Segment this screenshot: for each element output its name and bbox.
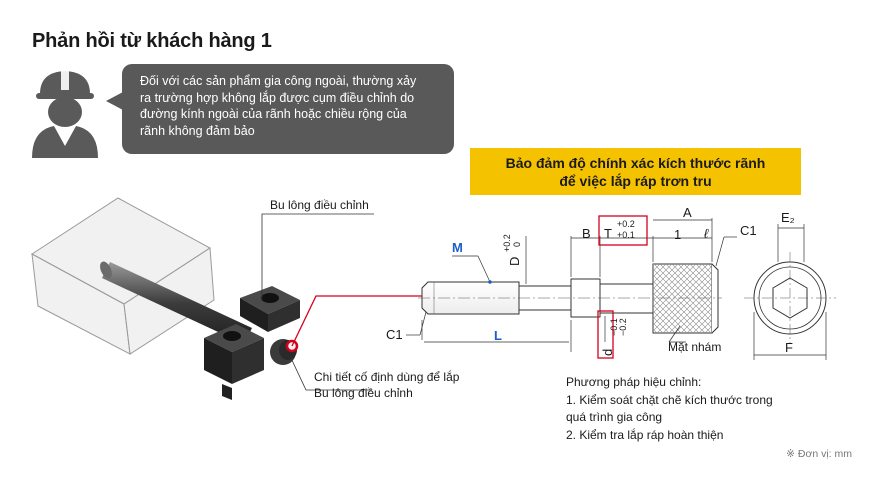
solution-banner: Bảo đảm độ chính xác kích thước rãnh để … xyxy=(470,148,801,195)
dim-T-tol-upper: +0.2 xyxy=(617,219,635,229)
fixing-part-label: Chi tiết cố định dùng để lắp Bu lông điề… xyxy=(314,369,459,401)
dim-D: D xyxy=(507,256,522,266)
adjust-rod xyxy=(102,262,252,344)
dim-T: T xyxy=(604,226,612,241)
dim-E2: E₂ xyxy=(781,210,795,225)
dim-C1-left: C1 xyxy=(386,327,403,342)
feedback-line: Đối với các sản phẩm gia công ngoài, thư… xyxy=(140,74,417,88)
groove-diameter-highlight xyxy=(597,310,614,359)
page-title: Phản hồi từ khách hàng 1 xyxy=(32,30,272,52)
feedback-line: ra trường hợp không lắp được cụm điều ch… xyxy=(140,90,415,105)
knurl-label: Mặt nhám xyxy=(668,340,722,354)
dim-T-tol-lower: +0.1 xyxy=(617,230,635,240)
correction-method: Phương pháp hiệu chỉnh: 1. Kiểm soát chặ… xyxy=(566,374,773,444)
fixing-part-line: Chi tiết cố định dùng để lắp xyxy=(314,370,460,384)
banner-line: Bảo đảm độ chính xác kích thước rãnh xyxy=(505,154,766,171)
groove-width-highlight xyxy=(598,215,648,246)
dim-1: 1 xyxy=(674,227,682,242)
dim-L: L xyxy=(494,328,502,343)
customer-feedback-bubble: Đối với các sản phẩm gia công ngoài, thư… xyxy=(122,64,454,154)
adjust-bolt-label: Bu lông điều chỉnh xyxy=(270,198,369,212)
bolt-side-view xyxy=(418,263,722,334)
fixing-part-line: Bu lông điều chỉnh xyxy=(314,386,413,400)
dim-d: d xyxy=(600,348,615,356)
bolt-end-view xyxy=(744,252,836,344)
worker-avatar-icon xyxy=(32,70,98,158)
method-item: 1. Kiểm soát chặt chẽ kích thước trong xyxy=(566,392,773,407)
method-heading: Phương pháp hiệu chỉnh: xyxy=(566,375,702,389)
dim-d-tol-lower: −0.2 xyxy=(618,318,628,336)
speech-bubble-tail xyxy=(106,92,123,110)
dim-ell: ℓ xyxy=(704,226,709,241)
dim-M: M xyxy=(452,240,463,255)
dim-A: A xyxy=(683,205,692,220)
fixing-block xyxy=(204,286,300,400)
method-item: 2. Kiểm tra lắp ráp hoàn thiện xyxy=(566,427,724,442)
method-item: quá trình gia công xyxy=(566,410,663,424)
dim-B: B xyxy=(582,226,591,241)
dim-C1-right: C1 xyxy=(740,223,757,238)
dim-D-tol-lower: 0 xyxy=(512,241,522,247)
unit-note: ※ Đơn vị: mm xyxy=(786,448,852,460)
feedback-line: đường kính ngoài của rãnh hoặc chiều rộn… xyxy=(140,107,407,121)
banner-line: để việc lắp ráp trơn tru xyxy=(559,172,712,189)
dimension-lines xyxy=(406,218,737,352)
dim-D-tol-upper: +0.2 xyxy=(502,234,512,252)
dim-F: F xyxy=(785,340,793,355)
feedback-line: rãnh không đảm bảo xyxy=(140,123,255,138)
